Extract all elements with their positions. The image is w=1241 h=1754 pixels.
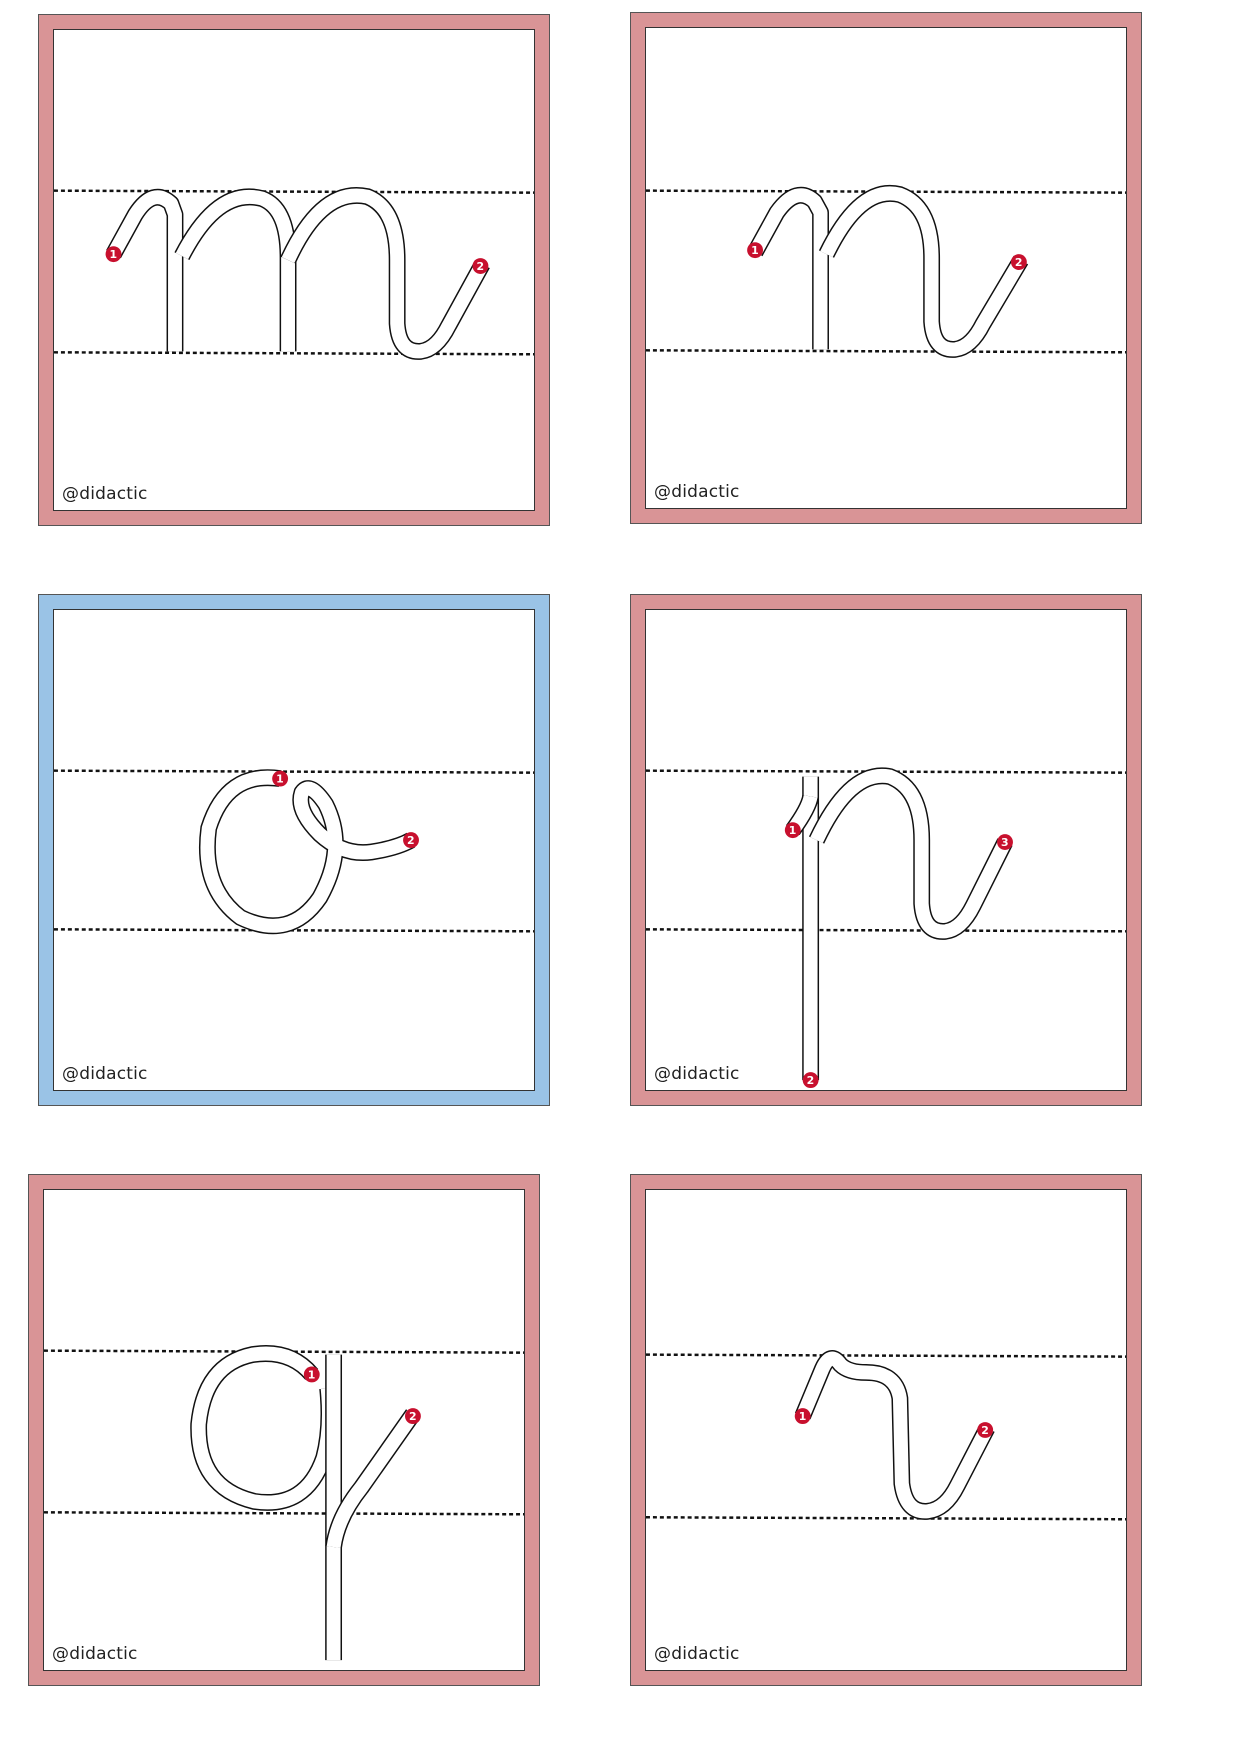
svg-text:1: 1 <box>308 1368 316 1381</box>
start-dot-2 <box>404 1408 421 1425</box>
card-canvas: 1 2 @didactic <box>43 1189 525 1671</box>
svg-text:1: 1 <box>751 244 759 257</box>
card-letter-q: 1 2 @didactic <box>28 1174 540 1686</box>
watermark: @didactic <box>654 482 740 502</box>
start-dot-1 <box>105 246 122 263</box>
letter-o-tracing: 1 2 <box>53 769 535 935</box>
letter-r-tracing: 1 2 <box>645 1350 1127 1521</box>
watermark: @didactic <box>62 484 148 504</box>
svg-text:2: 2 <box>1015 256 1023 269</box>
start-dot-3 <box>997 834 1013 850</box>
card-canvas: 1 2 @didactic <box>53 29 535 511</box>
card-letter-p: 1 2 3 @didactic <box>630 594 1142 1106</box>
card-canvas: 1 2 3 @didactic <box>645 609 1127 1091</box>
svg-text:2: 2 <box>476 260 484 273</box>
watermark: @didactic <box>654 1064 740 1084</box>
svg-text:3: 3 <box>1001 836 1009 849</box>
start-dot-1 <box>272 770 289 787</box>
card-canvas: 1 2 @didactic <box>645 1189 1127 1671</box>
start-dot-1 <box>303 1366 320 1383</box>
start-dot-2 <box>403 832 419 849</box>
svg-text:1: 1 <box>799 1410 807 1423</box>
svg-text:1: 1 <box>276 773 284 786</box>
svg-text:2: 2 <box>981 1424 989 1437</box>
svg-text:2: 2 <box>409 1410 417 1423</box>
card-letter-m: 1 2 @didactic <box>38 14 550 526</box>
svg-text:1: 1 <box>110 248 118 261</box>
letter-q-tracing: 1 2 <box>43 1345 525 1661</box>
start-dot-2 <box>1010 254 1027 270</box>
start-dot-2 <box>472 258 489 274</box>
start-dot-1 <box>784 822 801 839</box>
letter-m-tracing: 1 2 <box>53 187 535 360</box>
watermark: @didactic <box>654 1644 740 1664</box>
card-canvas: 1 2 @didactic <box>53 609 535 1091</box>
letter-p-tracing: 1 2 3 <box>645 767 1127 1089</box>
start-dot-1 <box>794 1408 811 1425</box>
card-letter-r: 1 2 @didactic <box>630 1174 1142 1686</box>
start-dot-2 <box>802 1072 819 1089</box>
watermark: @didactic <box>52 1644 138 1664</box>
svg-text:1: 1 <box>789 824 797 837</box>
card-letter-n: 1 2 @didactic <box>630 12 1142 524</box>
svg-text:2: 2 <box>807 1074 815 1087</box>
card-canvas: 1 2 @didactic <box>645 27 1127 509</box>
watermark: @didactic <box>62 1064 148 1084</box>
start-dot-1 <box>747 242 764 259</box>
letter-n-tracing: 1 2 <box>645 185 1127 358</box>
start-dot-2 <box>977 1422 994 1438</box>
card-letter-o: 1 2 @didactic <box>38 594 550 1106</box>
svg-text:2: 2 <box>407 834 415 847</box>
